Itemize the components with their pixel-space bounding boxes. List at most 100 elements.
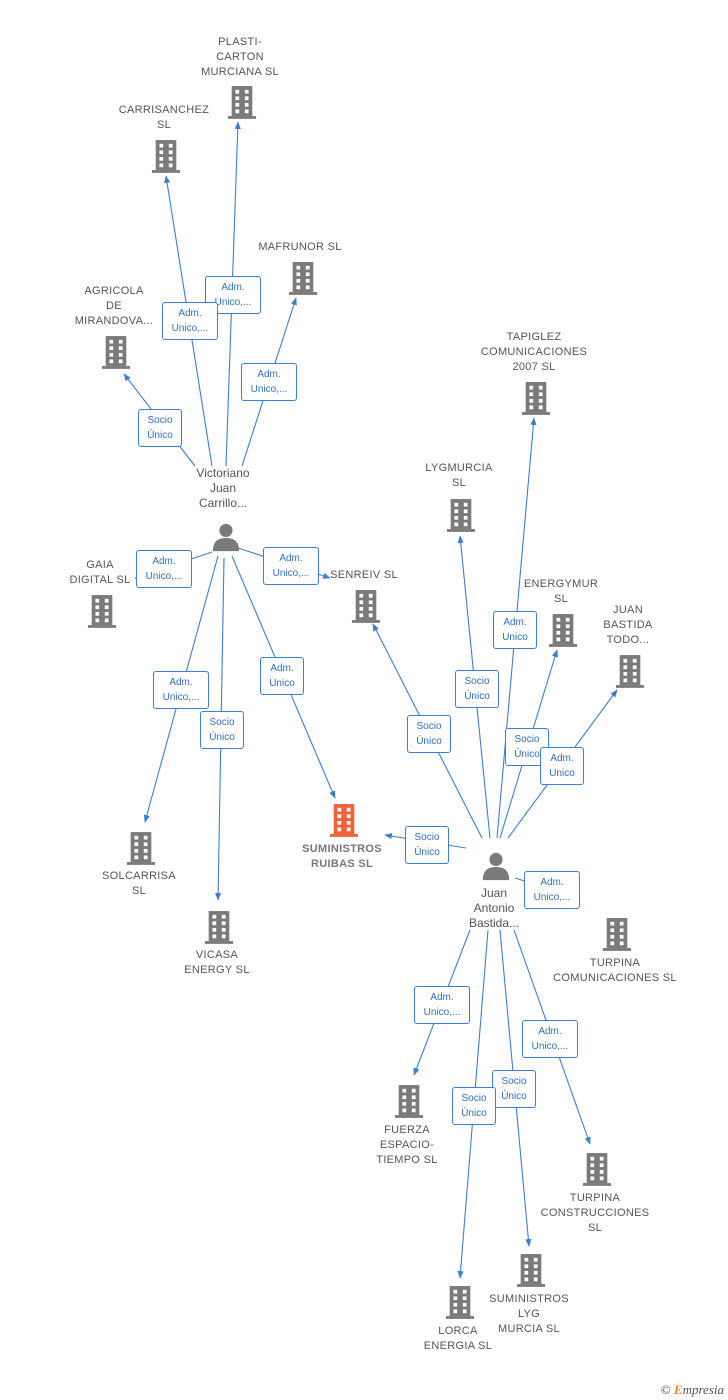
person-icon-victoriano[interactable] <box>212 523 240 552</box>
edge-label-line: Unico,... <box>162 692 200 703</box>
node-label-line: TAPIGLEZ <box>506 331 562 343</box>
edge-label-line: Único <box>147 430 173 441</box>
edge-label-juanbastidatodo[interactable]: Adm. Unico <box>540 747 584 785</box>
edge-label-line: Unico <box>549 768 575 779</box>
edge-label-turpinacom[interactable]: Adm.Unico,... <box>524 871 580 909</box>
building-icon-suministroslyg[interactable] <box>516 1254 546 1287</box>
building-icon-solcarrisa[interactable] <box>126 832 156 865</box>
person-icon-juanantonio[interactable] <box>482 852 510 881</box>
building-icon-agricola[interactable] <box>101 336 131 369</box>
building-icon-juanbastidatodo[interactable] <box>615 655 645 688</box>
edge-label-gaia[interactable]: Adm.Unico,... <box>136 550 192 588</box>
edge-label-solcarrisa[interactable]: Adm. Unico,... <box>153 671 209 709</box>
node-label-line: SOLCARRISA <box>102 870 176 882</box>
edge-label-line: Adm. <box>540 877 564 888</box>
building-icon-fuerza[interactable] <box>394 1085 424 1118</box>
edge-label-senreiv[interactable]: Adm.Unico,... <box>263 547 319 585</box>
footer-brand: © Empresia <box>661 1382 724 1398</box>
node-label-line: CONSTRUCCIONES <box>540 1207 650 1219</box>
building-icon-mafrunor[interactable] <box>288 262 318 295</box>
edge-label-line: Unico,... <box>272 568 310 579</box>
building-icon-gaia[interactable] <box>87 595 117 628</box>
node-label-lygmurcia[interactable]: LYGMURCIA SL <box>425 461 492 491</box>
building-icon-lorca[interactable] <box>445 1286 475 1319</box>
edge-label-line: Adm. <box>430 992 454 1003</box>
node-label-line: MURCIANA SL <box>201 66 279 78</box>
edge-label-suministros[interactable]: Adm.Unico <box>260 657 304 695</box>
edge-label-line: Único <box>209 732 235 743</box>
node-label-line: SL <box>451 477 467 489</box>
building-icon-energymur[interactable] <box>548 614 578 647</box>
node-label-line: Victoriano <box>196 466 250 480</box>
edge-label-line: Único <box>501 1091 527 1102</box>
edge-label-line: Socio <box>461 1093 487 1104</box>
edge-label-turpinacons[interactable]: Adm.Unico,... <box>522 1020 578 1058</box>
building-icon-turpinacom[interactable] <box>602 918 632 951</box>
edge-label-line: Unico <box>502 632 528 643</box>
edge-label-line: Adm. <box>169 677 193 688</box>
building-icon-plasti[interactable] <box>227 86 257 119</box>
edge-label-line: Adm. <box>178 308 202 319</box>
building-icon-lygmurcia[interactable] <box>446 499 476 532</box>
node-label-line: DE <box>106 300 122 312</box>
node-label-line: MURCIA SL <box>497 1323 560 1335</box>
node-label-line: RUIBAS SL <box>311 858 373 870</box>
building-icon-suministros[interactable] <box>329 804 359 837</box>
node-label-line: Carrillo... <box>198 496 247 510</box>
edge-label-fuerza[interactable]: Adm.Unico,... <box>414 986 470 1024</box>
building-icon-tapiglez[interactable] <box>521 382 551 415</box>
edge-label-line: Socio <box>464 676 490 687</box>
edge-label-line: Unico,... <box>531 1041 569 1052</box>
edge-label-carrisanchez[interactable]: Adm.Unico,... <box>162 302 218 340</box>
node-label-line: LYGMURCIA <box>425 462 493 474</box>
copyright-icon: © <box>660 1382 671 1397</box>
edge-label-line: Socio <box>501 1076 527 1087</box>
building-icon-senreiv[interactable] <box>351 590 381 623</box>
node-label-line: FUERZA <box>384 1124 430 1136</box>
node-label-mafrunor[interactable]: MAFRUNOR SL <box>258 240 341 255</box>
building-icon-carrisanchez[interactable] <box>151 140 181 173</box>
node-label-line: TIEMPO SL <box>376 1154 438 1166</box>
edge-label-tapiglez[interactable]: Adm. Unico <box>493 611 537 649</box>
node-label-line: Antonio <box>473 901 515 915</box>
edge-label-plasti[interactable]: Adm.Unico,... <box>205 276 261 314</box>
edge-label-line: Adm. <box>550 753 574 764</box>
node-label-line: CARTON <box>216 51 264 63</box>
node-label-line: SL <box>553 593 569 605</box>
node-label-senreiv[interactable]: SENREIV SL <box>330 568 398 583</box>
edge-label-line: Unico,... <box>250 384 288 395</box>
node-label-line: AGRICOLA <box>84 285 144 297</box>
brand-logo-letter: E <box>673 1382 683 1397</box>
edge-label-line: Socio <box>514 734 540 745</box>
building-icon-vicasa[interactable] <box>204 911 234 944</box>
edge-label-mafrunor[interactable]: Adm.Unico,... <box>241 363 297 401</box>
node-label-line: MAFRUNOR SL <box>258 241 342 253</box>
building-icon-turpinacons[interactable] <box>582 1153 612 1186</box>
edge-label-line: Adm. <box>503 617 527 628</box>
